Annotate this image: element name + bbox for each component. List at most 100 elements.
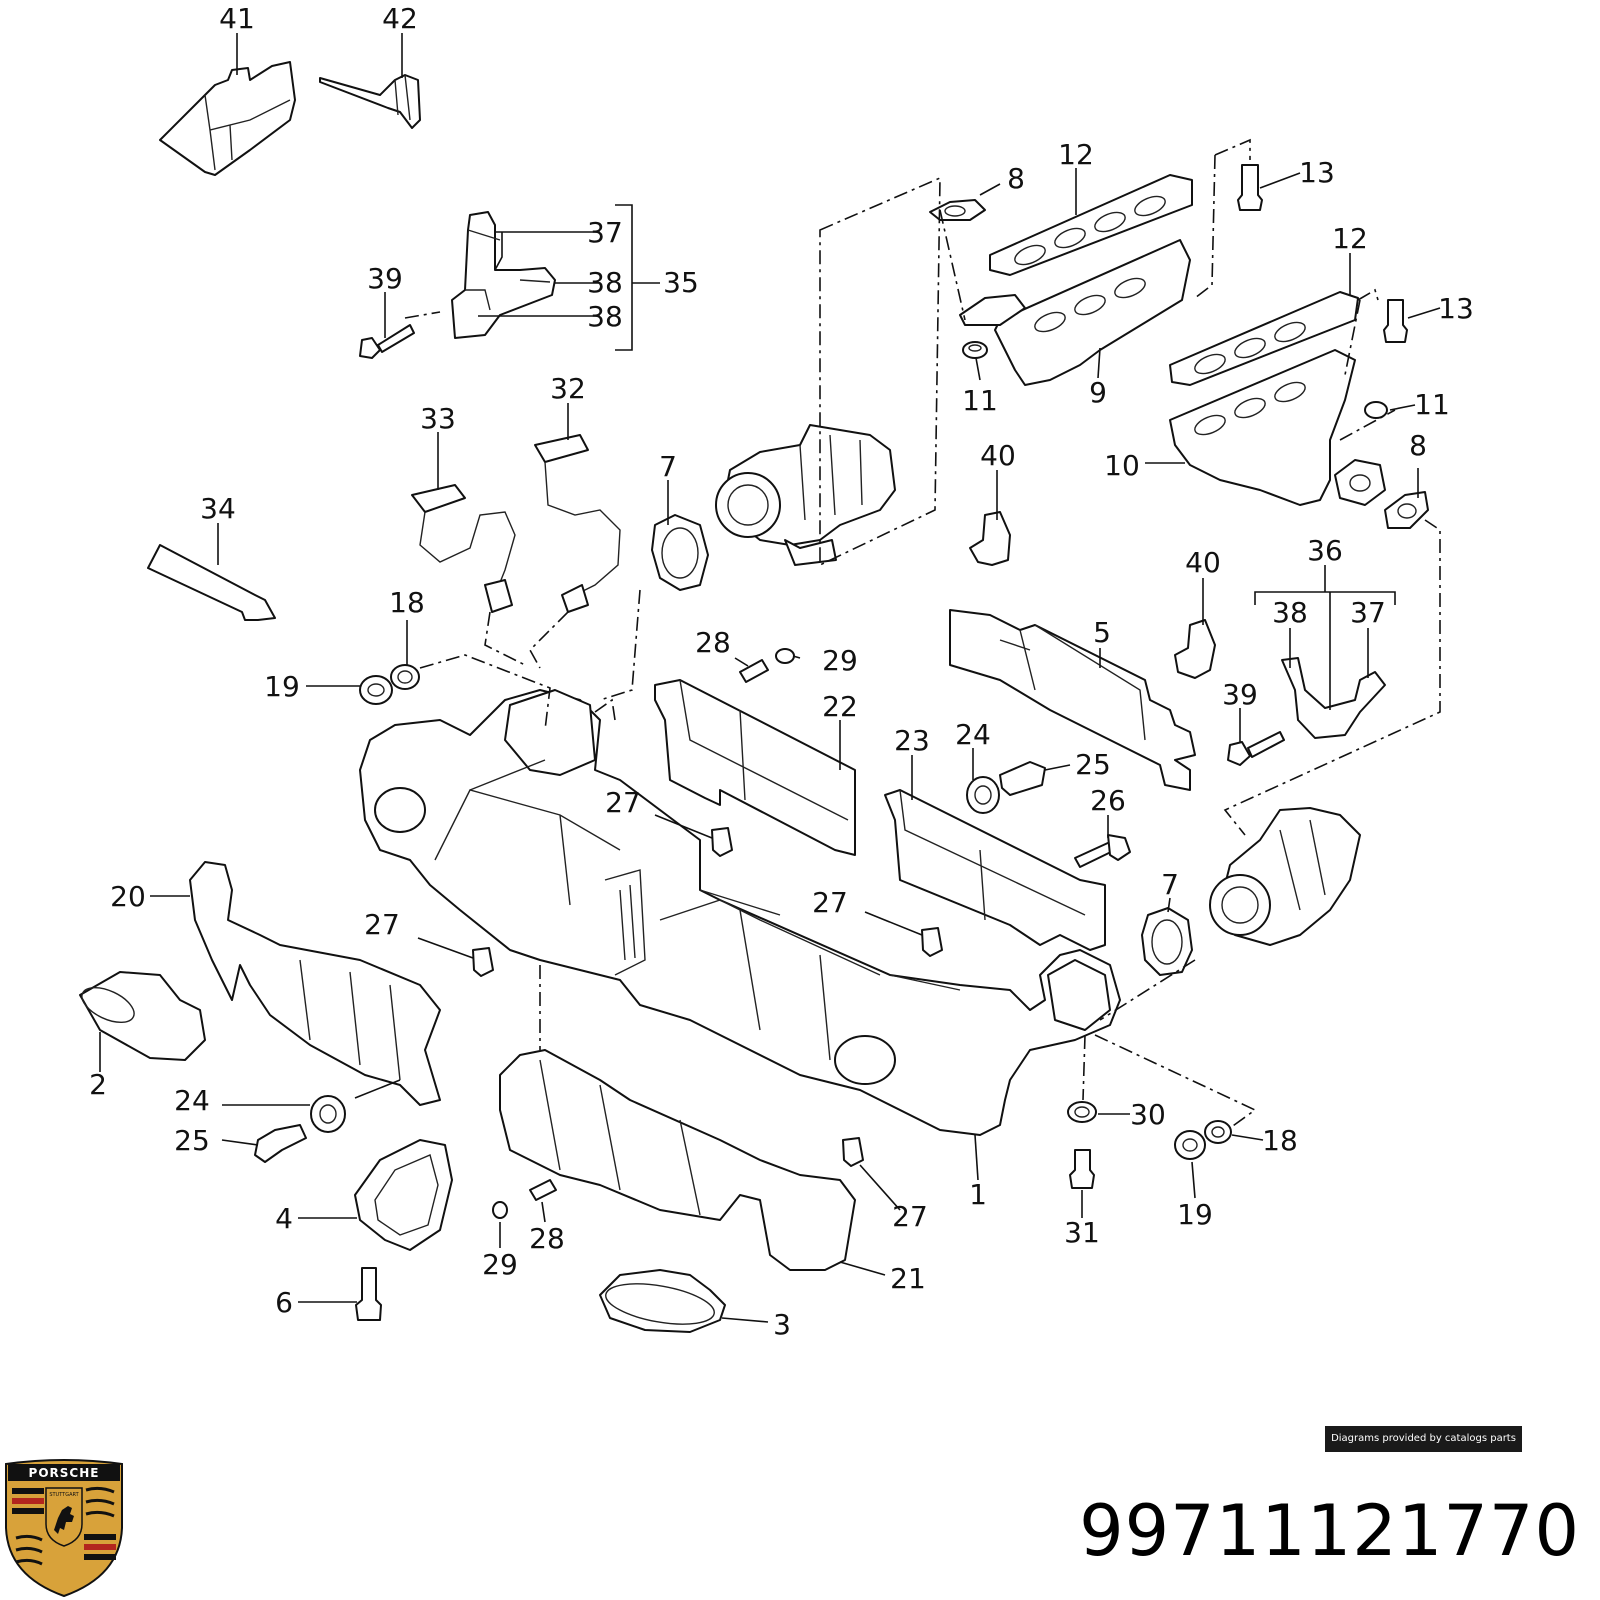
part-29-nut-a	[775, 648, 795, 664]
part-24-bushing-a	[966, 776, 1000, 814]
callout-10: 10	[1104, 449, 1140, 482]
callout-5: 5	[1093, 616, 1111, 649]
callout-3: 3	[773, 1308, 791, 1341]
part-25-bolt-b	[254, 1124, 307, 1163]
part-9-exhaust-manifold	[959, 239, 1191, 386]
callout-8: 8	[1007, 162, 1025, 195]
part-27-clip-a	[711, 827, 733, 857]
callout-34: 34	[200, 492, 236, 525]
callout-40: 40	[1185, 546, 1221, 579]
callout-40: 40	[980, 439, 1016, 472]
part-28-sleeve-b	[529, 1179, 557, 1201]
callout-30: 30	[1130, 1098, 1166, 1131]
callout-38: 38	[1272, 596, 1308, 629]
part-5-bracket	[949, 609, 1196, 791]
horse-icon	[54, 1506, 74, 1534]
part-31-bolt	[1069, 1149, 1095, 1189]
logo-city: STUTTGART	[49, 1492, 79, 1498]
callout-28: 28	[529, 1222, 565, 1255]
callout-1: 1	[969, 1178, 987, 1211]
callout-7: 7	[659, 450, 677, 483]
callout-20: 20	[110, 880, 146, 913]
callout-25: 25	[174, 1124, 210, 1157]
callout-27: 27	[605, 786, 641, 819]
part-27-clip-d	[842, 1137, 864, 1167]
callout-27: 27	[892, 1200, 928, 1233]
part-20-heat-shield	[189, 861, 441, 1106]
callout-8: 8	[1409, 429, 1427, 462]
callout-21: 21	[890, 1262, 926, 1295]
callout-9: 9	[1089, 376, 1107, 409]
callout-27: 27	[364, 908, 400, 941]
turbocharger-right	[1209, 807, 1361, 946]
leader-lines	[99, 33, 1441, 1323]
callout-42: 42	[382, 2, 418, 35]
part-39-bolt-b	[1227, 731, 1285, 766]
callout-18: 18	[1262, 1124, 1298, 1157]
callout-28: 28	[695, 626, 731, 659]
part-18-washer-a	[390, 664, 420, 690]
callout-38: 38	[587, 300, 623, 333]
diagram-credit: Diagrams provided by catalogs parts	[1325, 1426, 1522, 1452]
part-29-nut-b	[492, 1201, 508, 1219]
part-6-bolt	[355, 1267, 382, 1321]
callout-37: 37	[587, 216, 623, 249]
logo-word: PORSCHE	[29, 1466, 100, 1480]
part-24-bushing-b	[310, 1095, 346, 1133]
callout-41: 41	[219, 2, 255, 35]
part-4-clamp	[354, 1139, 453, 1251]
callout-19: 19	[264, 670, 300, 703]
callout-22: 22	[822, 690, 858, 723]
callout-27: 27	[812, 886, 848, 919]
part-42-strap	[319, 74, 421, 129]
part-11-nut-a	[962, 341, 988, 359]
part-2-tailpipe	[79, 971, 206, 1061]
callout-labels: 41 42 37 38 35 38 39 8 12 13 12 13 11 9 …	[89, 2, 1474, 1341]
callout-24: 24	[955, 718, 991, 751]
callout-35: 35	[663, 266, 699, 299]
part-33-oxygen-sensor	[411, 484, 516, 613]
part-40-clip-a	[969, 511, 1011, 566]
callout-11: 11	[962, 384, 998, 417]
part-7-gasket-a	[651, 514, 709, 591]
callout-7: 7	[1161, 868, 1179, 901]
callout-37: 37	[1350, 596, 1386, 629]
part-8-gasket-b	[1384, 491, 1429, 529]
part-40-clip-b	[1174, 619, 1216, 679]
part-32-oxygen-sensor	[534, 434, 621, 613]
callout-36: 36	[1307, 534, 1343, 567]
callout-29: 29	[822, 644, 858, 677]
callout-23: 23	[894, 724, 930, 757]
part-12-gasket-lower	[1169, 291, 1359, 386]
part-13-bolt-b	[1383, 299, 1408, 343]
callout-29: 29	[482, 1248, 518, 1281]
callout-18: 18	[389, 586, 425, 619]
part-19-nut-b	[1174, 1130, 1206, 1160]
assembly-lines	[404, 138, 1441, 1129]
part-1-muffler-assembly	[359, 689, 1121, 1136]
part-26-bolt	[1074, 834, 1131, 868]
callout-38: 38	[587, 266, 623, 299]
callout-25: 25	[1075, 748, 1111, 781]
callout-4: 4	[275, 1202, 293, 1235]
part-25-bolt-a	[999, 761, 1046, 796]
part-3-tailpipe	[599, 1269, 726, 1333]
part-13-bolt-a	[1237, 164, 1263, 211]
part-30-washer	[1067, 1101, 1097, 1123]
part-21-heat-shield	[499, 1049, 856, 1271]
callout-2: 2	[89, 1068, 107, 1101]
porsche-crest-logo: PORSCHE STUTTGART	[5, 1459, 123, 1598]
part-39-bolt-a	[359, 324, 415, 359]
callout-32: 32	[550, 372, 586, 405]
callout-26: 26	[1090, 784, 1126, 817]
callout-19: 19	[1177, 1198, 1213, 1231]
part-27-clip-c	[472, 947, 494, 977]
part-27-clip-b	[921, 927, 943, 957]
callout-11: 11	[1414, 388, 1450, 421]
part-23-heat-shield	[884, 789, 1106, 951]
part-7-gasket-b	[1141, 907, 1193, 976]
part-12-gasket-upper	[989, 174, 1193, 276]
part-11-nut-b	[1364, 401, 1388, 419]
part-22-heat-shield	[654, 679, 856, 856]
